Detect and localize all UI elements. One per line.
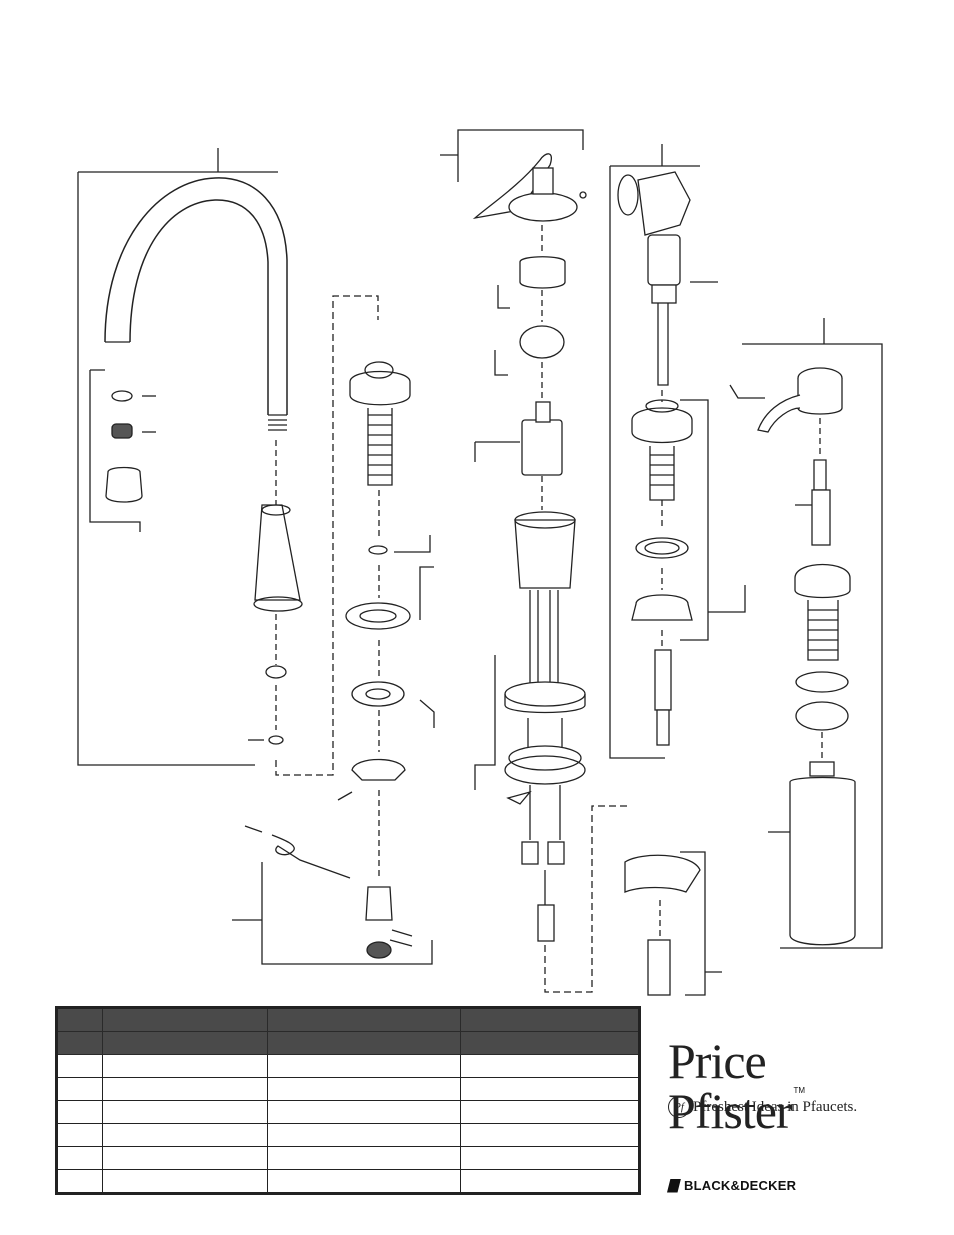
handle-cartridge-assembly (440, 129, 630, 993)
table-cell (460, 1169, 640, 1194)
valve-body-stack (232, 361, 435, 965)
side-spray-assembly (609, 144, 746, 759)
table-cell (267, 1146, 461, 1170)
table-cell (460, 1054, 640, 1078)
table-row (56, 1123, 640, 1147)
table-row (56, 1146, 640, 1170)
table-cell (56, 1123, 103, 1147)
table-cell (56, 1169, 103, 1194)
mounting-plate (624, 851, 722, 996)
table-cell (56, 1054, 103, 1078)
header-cell (460, 1007, 640, 1032)
table-cell (267, 1077, 461, 1101)
pf-badge-icon: Pf (668, 1096, 690, 1118)
parts-list-table (55, 1006, 641, 1195)
table-row (56, 1077, 640, 1101)
header-cell (267, 1031, 461, 1055)
table-cell (267, 1123, 461, 1147)
table-cell (102, 1054, 268, 1078)
table-cell (102, 1077, 268, 1101)
trademark-mark: TM (793, 1086, 806, 1095)
table-cell (102, 1146, 268, 1170)
table-cell (102, 1100, 268, 1124)
table-cell (460, 1100, 640, 1124)
tagline-text: Pfreshest Ideas in Pfaucets. (693, 1098, 858, 1115)
table-cell (267, 1169, 461, 1194)
header-cell (102, 1031, 268, 1055)
table-row (56, 1100, 640, 1124)
table-row (56, 1169, 640, 1194)
table-row (56, 1054, 640, 1078)
table-cell (267, 1100, 461, 1124)
table-cell (56, 1077, 103, 1101)
header-cell (56, 1031, 103, 1055)
soap-dispenser-assembly (729, 318, 883, 949)
header-cell (267, 1007, 461, 1032)
table-cell (102, 1123, 268, 1147)
table-header-row (56, 1007, 640, 1032)
header-cell (460, 1031, 640, 1055)
table-cell (56, 1146, 103, 1170)
table-header-row (56, 1031, 640, 1055)
brand-tagline: Pf Pfreshest Ideas in Pfaucets. (668, 1096, 857, 1118)
table-cell (460, 1123, 640, 1147)
header-cell (56, 1007, 103, 1032)
table-cell (102, 1169, 268, 1194)
spout-assembly (77, 148, 379, 776)
hexagon-icon (667, 1178, 681, 1193)
table-cell (460, 1077, 640, 1101)
table-cell (56, 1100, 103, 1124)
exploded-parts-diagram (77, 129, 883, 996)
header-cell (102, 1007, 268, 1032)
parent-company-logo: BLACK&DECKER (667, 1178, 796, 1193)
table-cell (460, 1146, 640, 1170)
brand-name: Price Pfister (668, 1033, 793, 1139)
parent-logo-text: BLACK&DECKER (684, 1178, 797, 1193)
table-cell (267, 1054, 461, 1078)
